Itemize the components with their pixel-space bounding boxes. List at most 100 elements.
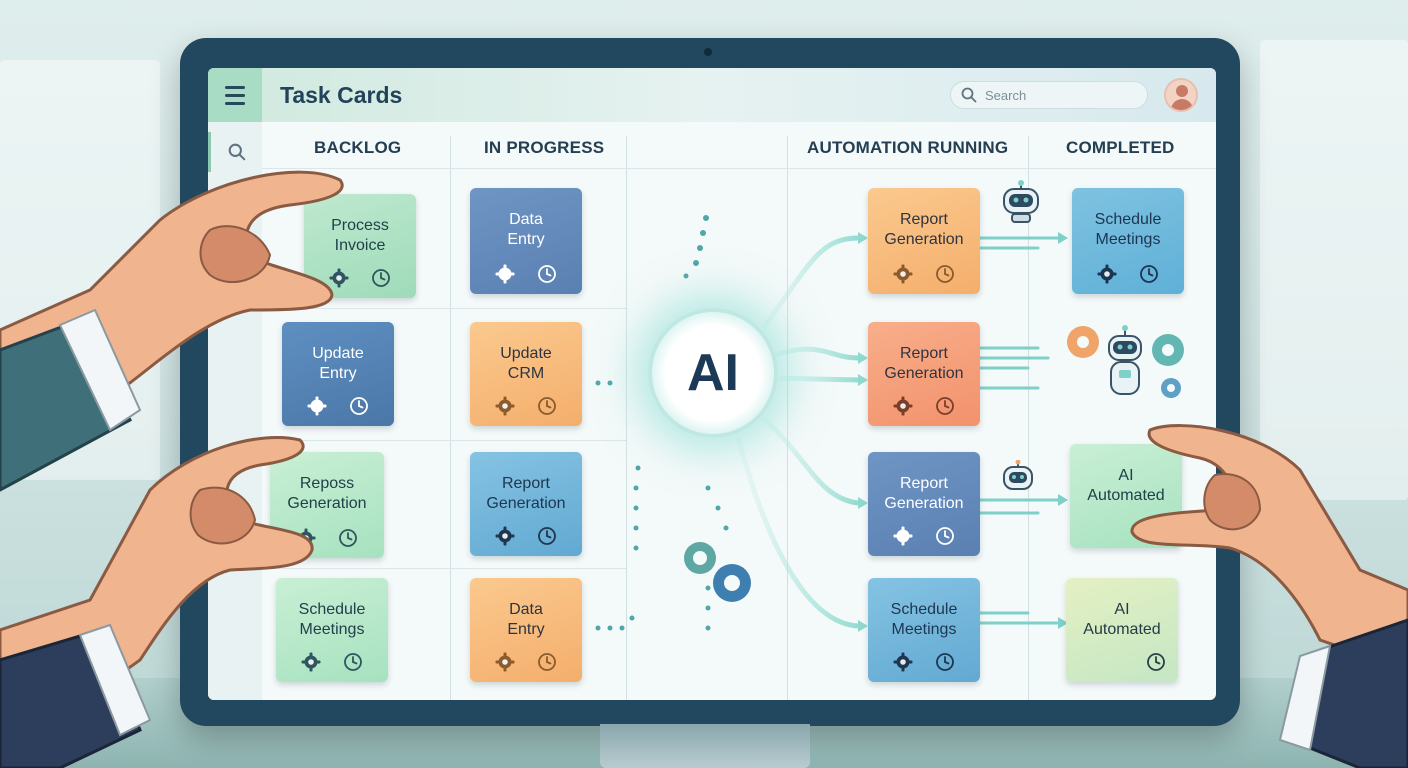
clock-icon	[936, 397, 954, 415]
gear-icon	[495, 526, 515, 546]
arrow-right-icon	[858, 232, 868, 244]
monitor-stand	[600, 724, 810, 768]
gear-icon	[893, 526, 913, 546]
avatar-body	[1171, 99, 1193, 110]
gear-icon	[307, 396, 327, 416]
task-card[interactable]: Report Generation	[868, 452, 980, 556]
gear-icon	[684, 542, 751, 602]
task-card[interactable]: Data Entry	[470, 578, 582, 682]
task-card-title: Update CRM	[500, 345, 552, 382]
task-card[interactable]: Report Generation	[868, 188, 980, 294]
search-placeholder: Search	[985, 87, 1027, 103]
task-card[interactable]: Data Entry	[470, 188, 582, 294]
gear-icon	[893, 264, 913, 284]
task-card-icons	[868, 264, 980, 284]
left-hand-lower	[0, 436, 314, 768]
task-card[interactable]: Report Generation	[868, 322, 980, 426]
avatar-head	[1176, 85, 1188, 97]
row-divider	[262, 568, 626, 569]
task-card-title: Report Generation	[884, 345, 964, 382]
column-divider	[1028, 136, 1029, 700]
camera-icon	[704, 48, 712, 56]
task-card-title: Schedule Meetings	[1094, 211, 1162, 248]
column-divider	[450, 136, 451, 700]
task-card-title: Process Invoice	[331, 217, 389, 254]
gear-icon	[301, 652, 321, 672]
rail-search-button[interactable]	[208, 132, 262, 172]
task-card-icons	[470, 526, 582, 546]
menu-icon	[225, 93, 245, 97]
clock-icon	[1140, 265, 1158, 283]
row-divider	[262, 308, 626, 309]
task-card[interactable]: Update CRM	[470, 322, 582, 426]
task-card-icons	[868, 526, 980, 546]
task-card-title: AI Automated	[1083, 601, 1161, 638]
menu-icon	[225, 85, 245, 89]
task-card[interactable]: Process Invoice	[304, 194, 416, 298]
column-divider	[787, 136, 788, 700]
robot-with-gears-icon	[1067, 325, 1184, 398]
clock-icon	[538, 265, 556, 283]
search-input[interactable]: Search	[950, 81, 1148, 109]
task-card-title: Report Generation	[486, 475, 566, 512]
avatar[interactable]	[1164, 78, 1198, 112]
gear-icon	[495, 396, 515, 416]
task-card-icons	[868, 652, 980, 672]
column-header-backlog: BACKLOG	[314, 138, 402, 157]
task-card-icons	[304, 268, 416, 288]
arrow-right-icon	[858, 620, 868, 632]
task-card-icons	[1066, 652, 1178, 672]
task-card-title: Data Entry	[507, 211, 545, 248]
arrow-right-icon	[858, 352, 868, 364]
gear-icon	[893, 652, 913, 672]
column-divider	[626, 136, 627, 700]
task-card-icons	[470, 264, 582, 284]
background-window	[1260, 40, 1408, 500]
task-card[interactable]: Schedule Meetings	[276, 578, 388, 682]
left-hand-upper	[0, 170, 344, 492]
arrow-right-icon	[1058, 617, 1068, 629]
ai-hub: AI	[648, 308, 778, 438]
clock-icon	[936, 265, 954, 283]
gear-icon	[329, 268, 349, 288]
task-card-title: Reposs Generation	[287, 475, 367, 512]
right-hand	[1130, 424, 1408, 768]
task-card-icons	[470, 652, 582, 672]
task-card-title: Update Entry	[312, 345, 364, 382]
clock-icon	[538, 397, 556, 415]
arrow-right-icon	[1058, 494, 1068, 506]
clock-icon	[350, 397, 368, 415]
clock-icon	[1147, 653, 1165, 671]
task-card-title: Report Generation	[884, 211, 964, 248]
task-card[interactable]: Report Generation	[470, 452, 582, 556]
arrow-right-icon	[1058, 232, 1068, 244]
clock-icon	[936, 653, 954, 671]
robot-icon	[1003, 460, 1033, 490]
task-card[interactable]: AI Automated	[1066, 578, 1178, 682]
task-card[interactable]: Schedule Meetings	[868, 578, 980, 682]
clock-icon	[344, 653, 362, 671]
arrow-right-icon	[858, 374, 868, 386]
task-card-title: Schedule Meetings	[298, 601, 366, 638]
column-header-completed: COMPLETED	[1066, 138, 1175, 157]
task-card-icons	[282, 396, 394, 416]
task-card-title: AI Automated	[1087, 467, 1165, 504]
clock-icon	[372, 269, 390, 287]
column-header-automation-running: AUTOMATION RUNNING	[807, 138, 1009, 157]
column-header-in-progress: IN PROGRESS	[484, 138, 605, 157]
clock-icon	[339, 529, 357, 547]
row-divider	[262, 440, 626, 441]
search-icon	[228, 143, 245, 161]
task-card[interactable]: Update Entry	[282, 322, 394, 426]
page-title: Task Cards	[280, 82, 403, 108]
robot-icon	[1003, 180, 1039, 223]
clock-icon	[538, 527, 556, 545]
gear-icon	[893, 396, 913, 416]
task-card[interactable]: Schedule Meetings	[1072, 188, 1184, 294]
task-card-title: Report Generation	[884, 475, 964, 512]
task-card-icons	[1072, 264, 1184, 284]
task-card-icons	[276, 652, 388, 672]
top-bar: Task Cards Search	[208, 68, 1216, 122]
header-divider	[262, 168, 1216, 169]
hamburger-menu-button[interactable]	[208, 68, 262, 122]
